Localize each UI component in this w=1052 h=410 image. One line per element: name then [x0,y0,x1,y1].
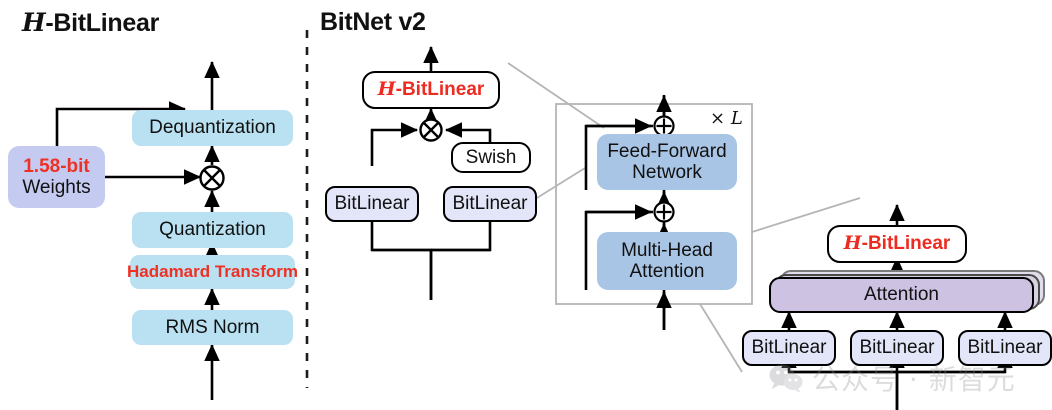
bitlinear-right-label: BitLinear [452,193,528,215]
quantization-label: Quantization [159,219,266,241]
script-h-glyph-attn: H [843,232,862,255]
multiply-glyph-middle [419,118,443,142]
bitlinear-left[interactable]: BitLinear [325,186,419,222]
weights-label: Weights [22,177,91,198]
add-glyph-top [653,115,675,137]
script-h-glyph: H [22,8,46,37]
dequantization-block[interactable]: Dequantization [132,110,293,146]
rms-norm-label: RMS Norm [165,316,260,338]
ffn-label-line2: Network [632,162,702,183]
multi-head-attention-block[interactable]: Multi-Head Attention [597,232,737,290]
bitlinear-query-label: BitLinear [751,337,827,359]
attention-block[interactable]: Attention [769,277,1034,313]
bitlinear-right[interactable]: BitLinear [443,186,537,222]
bitnet-v2-title: BitNet v2 [320,8,426,36]
script-h-glyph-ffn: H [377,78,396,101]
hbitlinear-ffn[interactable]: H-BitLinear [362,71,500,109]
bitlinear-key[interactable]: BitLinear [850,330,944,366]
feed-forward-network-block[interactable]: Feed-Forward Network [597,134,737,190]
panel-title-suffix: -BitLinear [45,9,160,37]
bitlinear-key-label: BitLinear [859,337,935,359]
hbitlinear-attention-label: -BitLinear [861,233,951,255]
quantization-block[interactable]: Quantization [132,212,293,248]
repeat-count-value: L [730,108,743,129]
weights-block[interactable]: 1.58-bit Weights [8,146,105,208]
bitlinear-value[interactable]: BitLinear [958,330,1052,366]
mha-label-line2: Attention [629,261,705,282]
swish-label: Swish [465,146,517,168]
panel-title-h-bitlinear: H-BitLinear [22,8,159,38]
hadamard-transform-label: Hadamard Transform [127,262,298,282]
swish-block[interactable]: Swish [451,142,531,173]
bitlinear-query[interactable]: BitLinear [742,330,836,366]
attention-label: Attention [864,284,939,306]
repeat-times-symbol: × [710,108,726,129]
hbitlinear-attention[interactable]: H-BitLinear [827,225,967,263]
mha-label-line1: Multi-Head [621,239,713,261]
bitlinear-value-label: BitLinear [967,337,1043,359]
panel-title-bitnet-v2: BitNet v2 [320,8,426,37]
repeat-count-label: × L [710,108,743,129]
ffn-label-line1: Feed-Forward [607,140,727,162]
hadamard-transform-block[interactable]: Hadamard Transform [127,255,298,289]
add-glyph-bottom [653,201,675,223]
weights-bits-label: 1.58-bit [23,155,90,177]
bitlinear-left-label: BitLinear [334,193,410,215]
wechat-icon [769,363,803,393]
dequantization-label: Dequantization [149,117,276,139]
multiply-glyph-left [199,165,225,191]
hbitlinear-ffn-label: -BitLinear [395,79,485,101]
rms-norm-block[interactable]: RMS Norm [132,310,293,345]
